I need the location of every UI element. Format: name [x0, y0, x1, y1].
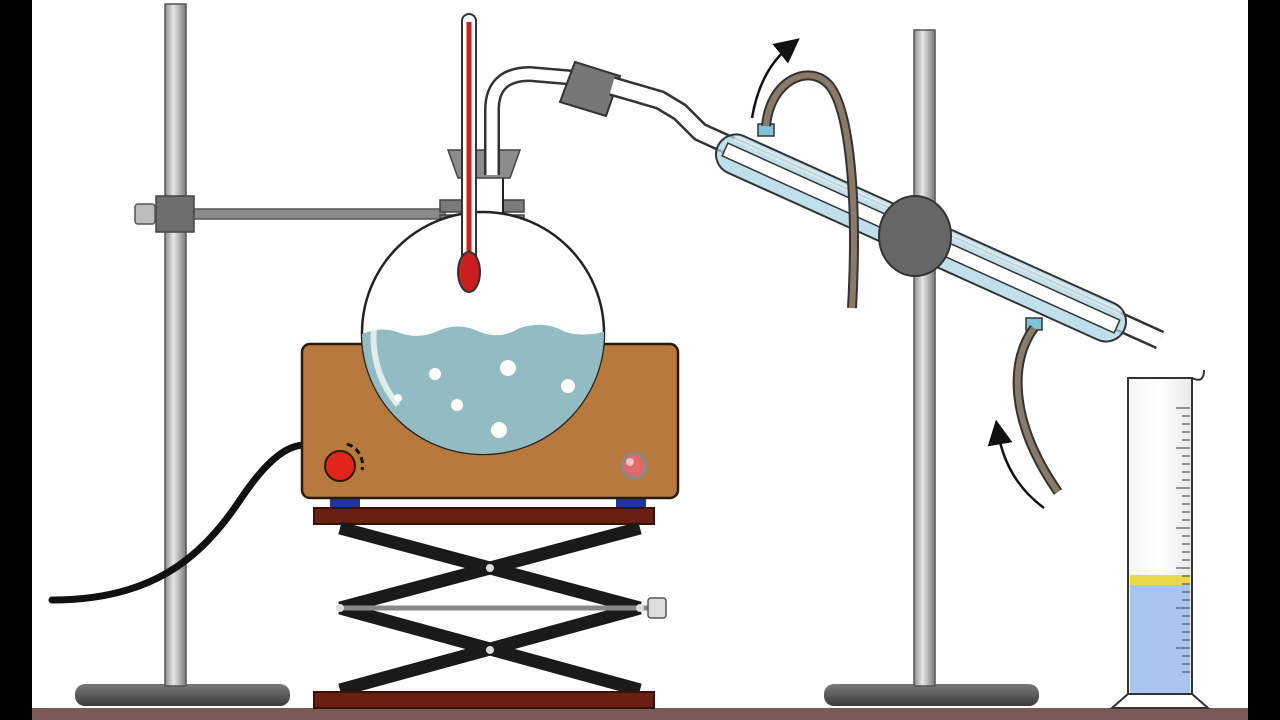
cylinder-spout: [1191, 369, 1205, 381]
side-arm-tube: [484, 60, 622, 175]
water-in-hose: [1014, 326, 1061, 494]
heater-knob[interactable]: [324, 450, 356, 482]
thermometer: [457, 13, 481, 293]
condenser-cork: [558, 60, 622, 118]
thermometer-bulb: [457, 251, 481, 293]
bench-surface: [32, 708, 1248, 720]
boss-head: [155, 195, 195, 233]
water-out-hose: [763, 72, 857, 309]
right-stand-base: [824, 684, 1039, 706]
jack-pivot-4: [636, 604, 644, 612]
jack-pivot-1: [486, 564, 494, 572]
left-retort-stand: [75, 3, 290, 706]
graduated-cylinder: [1109, 369, 1211, 709]
jack-adjust-knob[interactable]: [647, 597, 667, 619]
knob-dial-marks: [346, 442, 365, 471]
lab-jack: [313, 498, 667, 709]
cylinder-foot: [1109, 693, 1211, 709]
power-cord: [48, 441, 309, 604]
flask-liquid: [362, 324, 604, 454]
cylinder-graduations: [1176, 407, 1190, 673]
cylinder-liquid: [1130, 583, 1190, 694]
right-retort-stand: [824, 29, 1039, 706]
indicator-light: [620, 452, 648, 480]
jack-pivot-2: [486, 646, 494, 654]
right-stand-rod: [913, 29, 936, 687]
jack-pivot-3: [336, 604, 344, 612]
boss-screw: [134, 203, 156, 225]
left-stand-base: [75, 684, 290, 706]
arrow-up-icon: [750, 38, 800, 119]
flask-highlight: [370, 288, 401, 407]
indicator-light-glint: [626, 458, 634, 466]
left-stand-rod: [164, 3, 187, 687]
cylinder-meniscus: [1130, 575, 1190, 585]
jack-bottom-plate: [313, 691, 655, 709]
clamp-arm: [189, 208, 446, 220]
condenser-clamp: [878, 195, 952, 277]
jack-top-plate: [313, 507, 655, 525]
arrow-up-icon: [987, 419, 1045, 510]
